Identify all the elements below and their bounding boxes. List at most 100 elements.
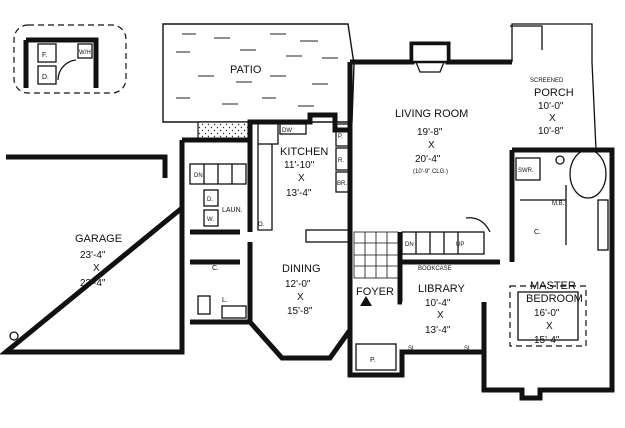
lav-fixtures xyxy=(197,295,247,319)
shower xyxy=(515,157,541,181)
oven-label: O. xyxy=(258,222,265,228)
dryer-label: D. xyxy=(207,197,213,203)
kitchen-sink xyxy=(257,121,279,145)
living-room-label: LIVING ROOM xyxy=(395,108,468,120)
inset-water-heater-box xyxy=(77,43,93,59)
dining-bay-wall xyxy=(248,320,353,361)
living-room-ceiling-note: (10'-9" CLG.) xyxy=(413,169,448,175)
garage-label: GARAGE xyxy=(75,233,122,245)
hearth xyxy=(415,61,445,73)
inset-door-swing xyxy=(57,59,77,81)
tray-inner xyxy=(517,291,579,341)
porch-label-1: SCREENED xyxy=(530,78,564,84)
lav-sink xyxy=(221,305,247,319)
inset-freezer-box xyxy=(37,43,57,63)
master-label-1: MASTER xyxy=(530,280,576,292)
breakfast-bar xyxy=(305,229,351,243)
laundry-fixtures xyxy=(189,163,247,227)
entry-arrow-icon xyxy=(360,296,372,306)
porch-length: 10'-8" xyxy=(538,126,564,137)
patio-label: PATIO xyxy=(230,64,262,76)
inset-dryer-box xyxy=(37,65,57,85)
bathtub xyxy=(569,149,607,199)
room-labels: LIVING ROOM 19'-8" X 20'-4" (10'-9" CLG.… xyxy=(75,78,583,346)
inset-detail: F. D. W/H xyxy=(13,24,127,94)
kitchen-label: KITCHEN xyxy=(280,146,328,158)
kitchen-rear-wall xyxy=(182,112,350,143)
refrigerator xyxy=(335,147,351,171)
fireplace-box xyxy=(410,42,450,64)
library-label: LIBRARY xyxy=(418,283,466,295)
porch-label-2: PORCH xyxy=(534,87,574,99)
dining-by: X xyxy=(297,292,304,303)
tray-outer xyxy=(509,285,587,347)
library-by: X xyxy=(437,310,444,321)
master-outer-wall xyxy=(481,147,615,401)
garage-walls xyxy=(0,154,185,355)
stair-rail-curve xyxy=(465,217,491,233)
pantry xyxy=(335,123,351,147)
master-length: 15'-4" xyxy=(534,335,560,346)
porch-chimney xyxy=(510,25,543,50)
toilet-master xyxy=(555,155,565,165)
patio-area: PATIO xyxy=(162,23,355,123)
laundry-label: LAUN. xyxy=(222,207,243,214)
dining-length: 15'-8" xyxy=(287,306,313,317)
master-tray-ceiling xyxy=(509,285,587,347)
front-wall xyxy=(347,232,487,378)
inset-freezer-label: F. xyxy=(42,52,48,59)
broom-label: BR. xyxy=(337,181,347,187)
library-length: 13'-4" xyxy=(425,325,451,336)
kitchen-width: 11'-10" xyxy=(284,160,315,171)
skylight-left-label: SL xyxy=(408,346,416,352)
inset-water-heater-label: W/H xyxy=(79,50,91,56)
master-closet-label: C. xyxy=(534,229,541,236)
stair-up-label: UP xyxy=(456,242,464,248)
fireplace xyxy=(410,42,450,73)
foyer-library-partition xyxy=(397,232,403,305)
patio-brick-texture xyxy=(176,33,338,107)
exterior-walls xyxy=(0,23,615,401)
living-room-by: X xyxy=(428,140,435,151)
dishwasher xyxy=(279,123,307,135)
master-bath-fixtures xyxy=(515,149,609,251)
foyer-tile xyxy=(353,231,399,279)
kitchen-counter xyxy=(257,144,273,231)
toilet xyxy=(197,295,211,315)
inset-walls xyxy=(23,37,99,88)
foyer-label: FOYER xyxy=(356,286,394,298)
master-bath-partition xyxy=(520,185,567,245)
dining-label: DINING xyxy=(282,263,321,275)
garage-width: 23'-4" xyxy=(80,250,106,261)
planter-strip xyxy=(197,121,251,141)
laundry-dn-label: DN xyxy=(194,173,203,179)
broom-closet xyxy=(335,171,351,193)
inset-dryer-label: D. xyxy=(42,74,49,81)
master-label-2: BEDROOM xyxy=(526,293,583,305)
master-by: X xyxy=(546,321,553,332)
living-room-length: 20'-4" xyxy=(415,154,441,165)
master-bath-label: M.B. xyxy=(552,201,565,207)
shower-label: SWR. xyxy=(518,168,534,174)
kitchen-length: 13'-4" xyxy=(286,188,312,199)
inset-frame xyxy=(13,24,127,94)
porch-width: 10'-0" xyxy=(538,101,564,112)
master-width: 16'-0" xyxy=(534,308,560,319)
main-stair xyxy=(401,217,491,255)
bookcase-label: BOOKCASE xyxy=(418,266,452,272)
stair-dn-label: DN xyxy=(405,242,414,248)
garage-by: X xyxy=(93,263,100,274)
front-porch xyxy=(355,343,397,371)
kitchen-fixtures xyxy=(257,121,351,243)
pantry-label: P. xyxy=(338,134,343,140)
dryer xyxy=(203,189,219,207)
lav-wall xyxy=(190,262,253,325)
garage-length: 23'-4" xyxy=(80,278,106,289)
dining-width: 12'-0" xyxy=(285,279,311,290)
closet-label: C. xyxy=(212,265,219,272)
washer-label: W. xyxy=(207,217,214,223)
dishwasher-label: DW xyxy=(282,128,292,134)
stair-outline xyxy=(401,231,485,255)
washer xyxy=(203,209,219,227)
living-room-width: 19'-8" xyxy=(417,127,443,138)
